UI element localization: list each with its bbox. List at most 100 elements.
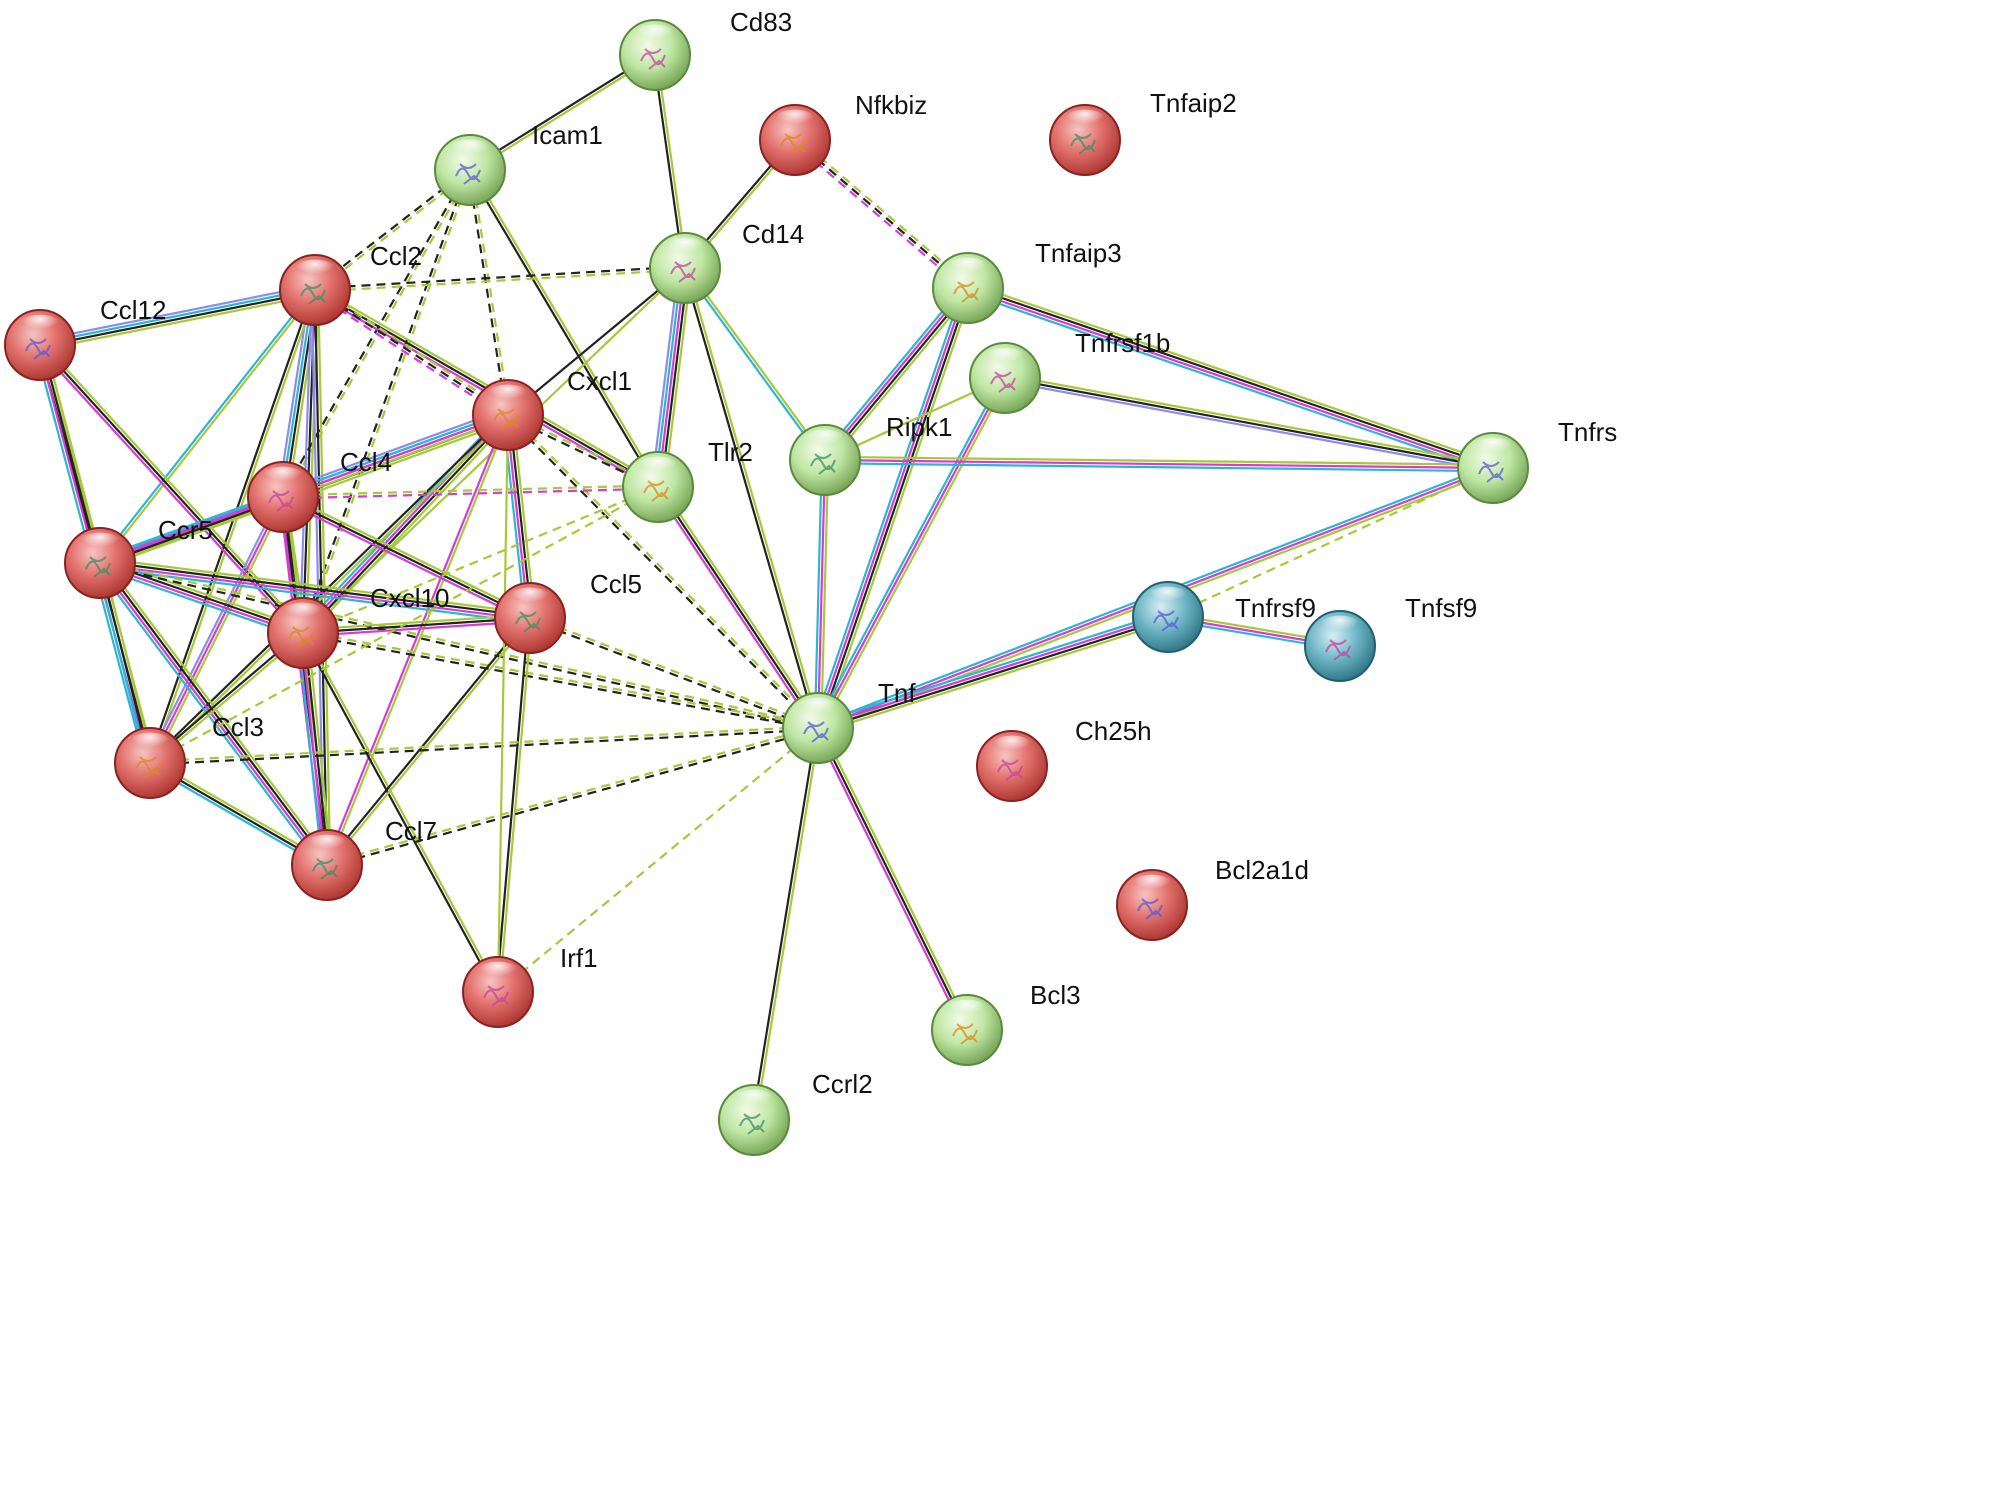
node-irf1[interactable]: Irf1 <box>462 943 598 1028</box>
node-highlight <box>1130 874 1174 897</box>
edge-ccl2-ccl3[interactable] <box>147 289 318 764</box>
edge-line-homology <box>280 407 507 493</box>
edge-cd14-tlr2[interactable] <box>650 267 693 488</box>
node-ccl3[interactable]: Ccl3 <box>114 712 264 799</box>
node-bcl3[interactable]: Bcl3 <box>931 980 1081 1066</box>
edge-line-coexpression <box>40 290 316 348</box>
node-ccl4[interactable]: Ccl4 <box>247 447 392 533</box>
edge-tnfaip3-ripk1[interactable] <box>820 284 973 464</box>
edge-cd14-cxcl1[interactable] <box>507 267 686 416</box>
edge-ccl5-irf1[interactable] <box>495 617 533 993</box>
edge-line-homology <box>1004 380 1493 473</box>
edge-ccl2-ccr5[interactable] <box>97 288 318 565</box>
node-ccl7[interactable]: Ccl7 <box>291 816 437 901</box>
node-bcl2a1d[interactable]: Bcl2a1d <box>1116 855 1309 941</box>
edge-line-experiments <box>815 287 968 728</box>
edge-cxcl10-irf1[interactable] <box>300 631 501 994</box>
edge-icam1-tlr2[interactable] <box>467 168 661 489</box>
edge-line-textmining <box>685 266 828 460</box>
edge-line-textmining <box>149 725 818 763</box>
node-tnfaip2[interactable]: Tnfaip2 <box>1049 88 1237 176</box>
edge-tlr2-tnf[interactable] <box>654 484 822 731</box>
edge-cxcl10-tlr2[interactable] <box>302 485 659 635</box>
edge-tnfrsf9-tnf[interactable] <box>816 611 1170 734</box>
node-ccrl2[interactable]: Ccrl2 <box>718 1069 873 1156</box>
edge-ccl4-tlr2[interactable] <box>282 484 659 500</box>
node-tnfrsf1b[interactable]: Tnfrsf1b <box>969 328 1170 414</box>
edge-ccl5-ccl7[interactable] <box>324 616 533 867</box>
edge-cxcl1-tnf[interactable] <box>506 413 820 730</box>
edge-cxcl10-ccl5[interactable] <box>302 613 531 638</box>
edge-irf1-cxcl1[interactable] <box>496 414 510 993</box>
node-label: Tnfrsf9 <box>1235 593 1316 623</box>
edge-line-coexpression <box>303 632 330 865</box>
node-nfkbiz[interactable]: Nfkbiz <box>759 90 927 176</box>
node-tnfrsf9[interactable]: Tnfrsf9 <box>1132 581 1316 653</box>
edge-icam1-cxcl10[interactable] <box>300 169 473 634</box>
edge-line-homology <box>298 289 313 633</box>
edge-tnf-bcl3[interactable] <box>814 726 971 1032</box>
edges-layer <box>34 52 1495 1121</box>
edge-line-databases <box>39 287 315 345</box>
node-cxcl10[interactable]: Cxcl10 <box>267 583 449 669</box>
edge-line-textmining <box>496 414 510 993</box>
edge-cd83-icam1[interactable] <box>468 52 657 173</box>
edge-icam1-cxcl1[interactable] <box>467 169 511 416</box>
node-tlr2[interactable]: Tlr2 <box>622 437 753 523</box>
node-icam1[interactable]: Icam1 <box>434 120 603 206</box>
node-cxcl1[interactable]: Cxcl1 <box>472 366 632 451</box>
edge-cxcl10-ccl7[interactable] <box>297 632 333 866</box>
edge-tnfrsf1b-tnfrsf1a[interactable] <box>1004 373 1494 473</box>
edge-tnfaip3-tnf[interactable] <box>812 286 974 730</box>
node-ccr5[interactable]: Ccr5 <box>64 515 213 599</box>
node-ccl2[interactable]: Ccl2 <box>279 241 422 326</box>
edge-line-databases <box>99 566 530 624</box>
edge-tnfrsf1b-tnf[interactable] <box>814 375 1009 731</box>
edge-ccr5-tnf[interactable] <box>99 560 819 731</box>
edge-cd14-tnf[interactable] <box>682 267 821 729</box>
edge-ccl2-cxcl1[interactable] <box>312 286 511 419</box>
edge-nfkbiz-tnfaip3[interactable] <box>792 136 971 292</box>
node-tnf[interactable]: Tnf <box>782 678 916 764</box>
edge-cd14-ccl2[interactable] <box>314 265 686 293</box>
edge-cd14-ripk1[interactable] <box>682 266 828 462</box>
node-ccl5[interactable]: Ccl5 <box>494 569 642 654</box>
edge-cxcl10-tnf[interactable] <box>302 630 819 731</box>
edge-line-coexpression <box>825 288 971 462</box>
node-highlight <box>663 237 707 260</box>
node-label: Ccl3 <box>212 712 264 742</box>
node-tnfrsf1a[interactable]: Tnfrs <box>1457 417 1617 504</box>
edge-ripk1-tnfrsf1a[interactable] <box>824 455 1494 473</box>
node-highlight <box>636 456 680 479</box>
edge-ccl7-tnf[interactable] <box>326 725 819 868</box>
edge-irf1-tnf[interactable] <box>497 727 819 993</box>
edge-ccl2-ccl12[interactable] <box>38 284 317 351</box>
edge-ccl3-tnf[interactable] <box>149 725 819 766</box>
node-highlight <box>1471 437 1515 460</box>
edge-ccr5-ccl7[interactable] <box>95 559 332 869</box>
node-tnfaip3[interactable]: Tnfaip3 <box>932 238 1122 324</box>
node-cd83[interactable]: Cd83 <box>619 7 792 91</box>
edge-ccl5-tnf[interactable] <box>529 615 819 731</box>
edge-ccr5-ccl5[interactable] <box>99 557 531 624</box>
node-ripk1[interactable]: Ripk1 <box>789 412 952 496</box>
edge-line-coexpression <box>150 728 819 766</box>
edge-ccl4-ccl3[interactable] <box>146 495 287 765</box>
protein-structure-icon <box>288 626 314 648</box>
edge-tnfaip3-tnfrsf1a[interactable] <box>966 282 1495 474</box>
node-label: Nfkbiz <box>855 90 927 120</box>
edge-line-experiments <box>816 459 827 729</box>
node-cd14[interactable]: Cd14 <box>649 219 804 304</box>
node-highlight <box>18 314 62 337</box>
edge-line-databases <box>966 291 1492 474</box>
node-ccl12[interactable]: Ccl12 <box>4 295 166 381</box>
node-tnfsf9[interactable]: Tnfsf9 <box>1304 593 1477 682</box>
edge-line-coexpression <box>467 170 508 416</box>
node-ch25h[interactable]: Ch25h <box>976 716 1152 802</box>
edge-ccl3-tlr2[interactable] <box>149 486 659 764</box>
edge-line-textmining <box>819 726 971 1030</box>
edge-ccl4-ccl5[interactable] <box>281 493 532 622</box>
edge-line-experiments <box>654 488 817 731</box>
edge-tnf-ccrl2[interactable] <box>751 727 821 1121</box>
edge-ripk1-tnf[interactable] <box>813 459 830 729</box>
